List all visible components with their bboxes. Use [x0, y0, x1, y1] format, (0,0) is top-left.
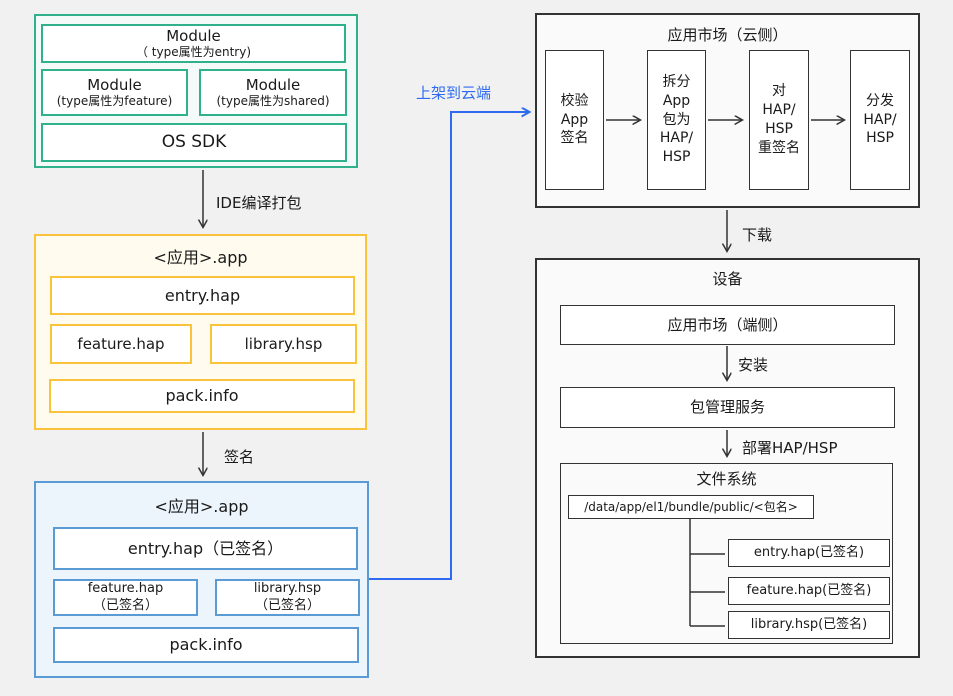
device-box: 设备 应用市场（端侧） 包管理服务 文件系统 /data/app/el1/bun… — [535, 258, 920, 658]
module-entry-box: Module （ type属性为entry) — [41, 24, 346, 63]
device-title: 设备 — [712, 270, 743, 288]
arrow-upload-to-cloud — [369, 112, 529, 580]
module-feature-title: Module — [87, 75, 142, 94]
fs-library-hsp-box: library.hsp(已签名) — [728, 611, 890, 639]
cloud-step-verify-signature: 校验 App 签名 — [545, 50, 604, 190]
pack-info-box: pack.info — [49, 379, 355, 413]
signed-app-package-box: <应用>.app entry.hap（已签名） feature.hap （已签名… — [34, 481, 369, 678]
fs-entry-hap-box: entry.hap(已签名) — [728, 539, 890, 567]
module-entry-title: Module — [166, 26, 221, 45]
signed-library-hsp-line2: （已签名） — [254, 597, 320, 613]
signed-feature-hap-box: feature.hap （已签名） — [53, 579, 198, 616]
signed-library-hsp-line1: library.hsp — [253, 581, 322, 597]
module-shared-box: Module (type属性为shared) — [199, 69, 347, 116]
os-sdk-box: OS SDK — [41, 123, 347, 162]
filesystem-box: 文件系统 /data/app/el1/bundle/public/<包名> en… — [560, 463, 893, 644]
cloud-step-split-app: 拆分 App 包为 HAP/ HSP — [647, 50, 706, 190]
module-feature-subtitle: (type属性为feature) — [56, 94, 173, 109]
device-market-box: 应用市场（端侧） — [560, 305, 895, 345]
module-shared-title: Module — [245, 75, 301, 94]
cloud-step-distribute: 分发 HAP/ HSP — [850, 50, 910, 190]
label-install: 安装 — [738, 356, 769, 374]
fs-feature-hap-box: feature.hap(已签名) — [728, 577, 890, 605]
cloud-market-title: 应用市场（云侧） — [667, 26, 788, 44]
cloud-step-resign: 对 HAP/ HSP 重签名 — [749, 50, 809, 190]
label-deploy-hap-hsp: 部署HAP/HSP — [742, 439, 838, 457]
filesystem-title: 文件系统 — [696, 470, 757, 488]
signed-library-hsp-box: library.hsp （已签名） — [215, 579, 360, 616]
app-package-box: <应用>.app entry.hap feature.hap library.h… — [34, 234, 367, 430]
label-ide-pack: IDE编译打包 — [216, 194, 302, 212]
label-upload-cloud: 上架到云端 — [416, 84, 492, 102]
app-package-title: <应用>.app — [153, 248, 248, 267]
module-shared-subtitle: (type属性为shared) — [216, 94, 330, 109]
signed-pack-info-box: pack.info — [53, 627, 359, 663]
entry-hap-box: entry.hap — [50, 276, 355, 315]
signed-feature-hap-line1: feature.hap — [87, 581, 164, 597]
module-entry-subtitle: （ type属性为entry) — [135, 45, 252, 60]
dev-modules-box: Module （ type属性为entry) Module (type属性为fe… — [34, 14, 358, 168]
module-feature-box: Module (type属性为feature) — [41, 69, 188, 116]
cloud-market-box: 应用市场（云侧） 校验 App 签名 拆分 App 包为 HAP/ HSP 对 … — [535, 13, 920, 208]
signed-app-package-title: <应用>.app — [154, 497, 249, 516]
label-download: 下载 — [742, 226, 773, 244]
signed-entry-hap-box: entry.hap（已签名） — [53, 527, 358, 570]
package-manager-service-box: 包管理服务 — [560, 387, 895, 428]
signed-feature-hap-line2: （已签名） — [92, 597, 158, 613]
label-sign: 签名 — [224, 448, 255, 466]
feature-hap-box: feature.hap — [50, 324, 192, 364]
filesystem-path-box: /data/app/el1/bundle/public/<包名> — [568, 495, 814, 519]
library-hsp-box: library.hsp — [210, 324, 357, 364]
